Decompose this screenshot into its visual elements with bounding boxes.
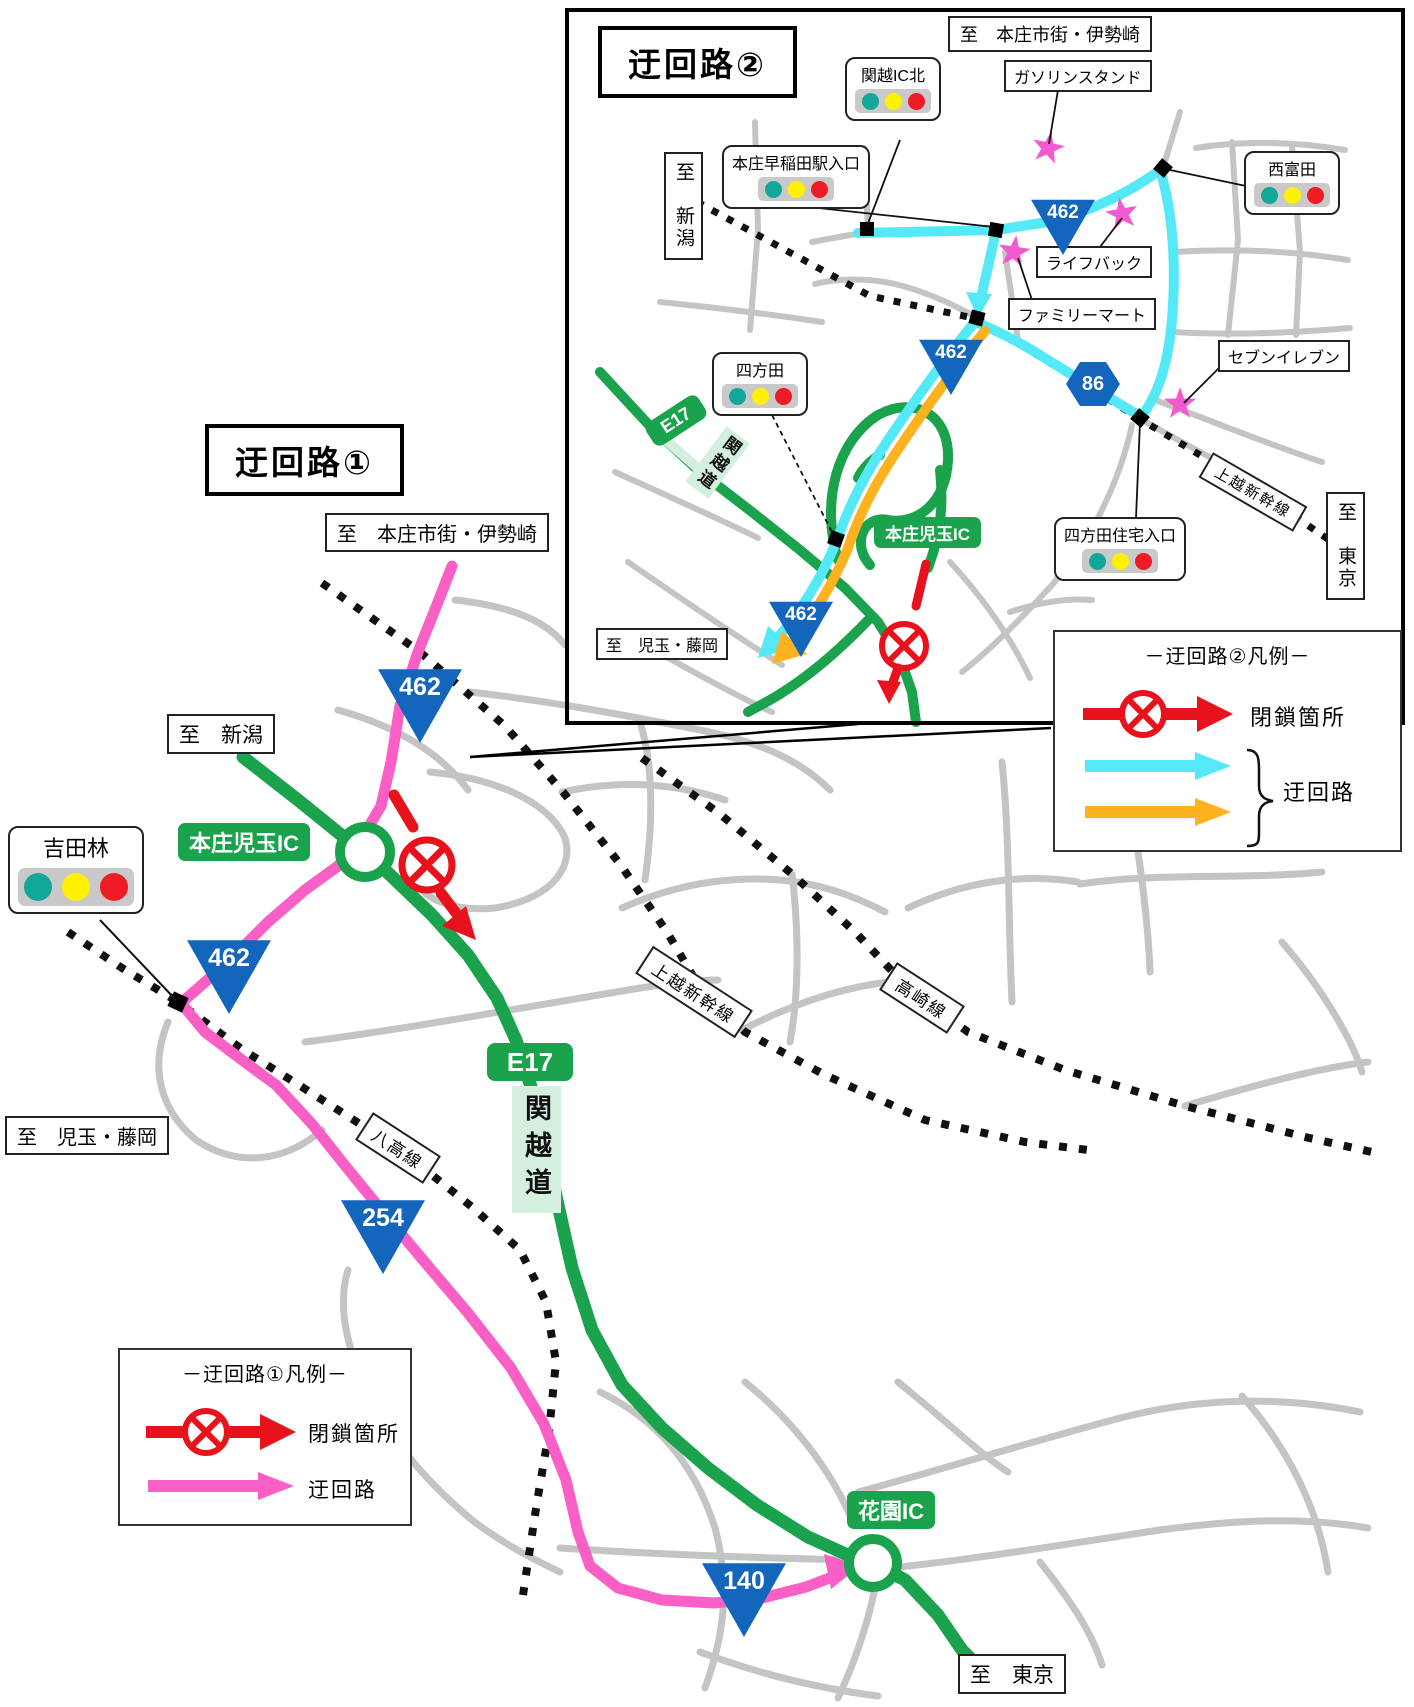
legend-2-closure-label: 閉鎖箇所 (1250, 705, 1347, 730)
detour-route-1-path (175, 560, 860, 1609)
main-to-tokyo-label: 至 東京 (958, 1654, 1066, 1694)
inset-frame (565, 8, 1405, 725)
inset-closure-mark (877, 559, 931, 704)
nishitomita-leader (1169, 169, 1247, 187)
honjo-kodama-ic-circle (335, 822, 395, 882)
signal-kanetsu-ic-kita-label: 関越IC北 (860, 68, 925, 85)
route-462-number: 462 (208, 944, 250, 972)
signal-yoshidabayashi: 吉田林 (8, 826, 144, 914)
legend-2-detour-label: 迂回路 (1283, 780, 1356, 805)
traffic-light-icon (722, 384, 798, 408)
waseda-leader (799, 205, 995, 228)
lifeback-leader (1099, 217, 1123, 248)
legend-1-title: －迂回路①凡例－ (182, 1364, 348, 1386)
traffic-light-icon (18, 868, 134, 906)
signal-yomoda-jutaku-label: 四方田住宅入口 (1064, 528, 1177, 545)
closure-symbol-icon (1083, 690, 1233, 738)
poi-lifeback: ライフバック (1036, 246, 1153, 278)
signal-yomoda: 四方田 (712, 352, 808, 416)
hanazono-ic-circle (844, 1534, 902, 1592)
traffic-light-icon (855, 89, 931, 113)
takasaki-line (639, 754, 1373, 1156)
signal-nishitomita-label: 西富田 (1267, 162, 1316, 179)
yomoda-leader (771, 414, 835, 537)
hanazono-ic-label: 花園IC (847, 1491, 936, 1529)
kanetsu-ic-kita-leader (866, 139, 901, 227)
route-254-number: 254 (362, 1204, 404, 1232)
main-title: 迂回路① (205, 424, 404, 496)
traffic-light-icon (1254, 183, 1330, 207)
legend-detour-1: －迂回路①凡例－ 閉鎖箇所 迂回路 (118, 1348, 412, 1526)
yomoda-jutaku-leader (1135, 421, 1141, 519)
signal-yoshidabayashi-label: 吉田林 (42, 836, 109, 861)
orange-detour-arrow-icon (1085, 798, 1231, 826)
signal-yomoda-label: 四方田 (735, 363, 784, 380)
signal-yomoda-jutaku: 四方田住宅入口 (1054, 517, 1187, 581)
traffic-light-icon (758, 177, 834, 201)
closure-symbol-icon (146, 1408, 296, 1456)
legend-2-title: －迂回路②凡例－ (1144, 646, 1311, 668)
signal-waseda: 本庄早稲田駅入口 (722, 145, 871, 209)
main-closure-mark (388, 789, 476, 940)
route-462-number: 462 (399, 673, 441, 701)
main-railways (65, 579, 1373, 1603)
familymart-leader (1017, 257, 1033, 301)
detour-1-arrowhead (824, 1554, 860, 1589)
inset-to-niigata-label: 至 新潟 (664, 152, 703, 260)
orange-arrowhead-sw (772, 631, 807, 664)
inset-pointer-lines (469, 722, 1052, 759)
ic-circles (335, 822, 902, 1592)
brace-icon (1246, 748, 1274, 848)
main-leader-lines (99, 919, 177, 1001)
inset-to-tokyo-label: 至 東京 (1326, 492, 1365, 600)
traffic-light-icon (1082, 549, 1158, 573)
signal-waseda-label: 本庄早稲田駅入口 (732, 156, 861, 173)
pink-detour-arrow-icon (148, 1472, 294, 1500)
main-kanetsudo-label: 関越道 (512, 1086, 561, 1213)
poi-gas-station: ガソリンスタンド (1004, 60, 1152, 92)
cyan-arrowhead-center (966, 292, 992, 318)
route-462-number: 462 (785, 604, 817, 625)
inset-to-kodama-label: 至 児玉・藤岡 (596, 628, 729, 660)
main-minor-roads (155, 596, 1372, 1702)
main-honjo-kodama-ic-label: 本庄児玉IC (178, 823, 311, 861)
inset-honjo-kodama-ic-label: 本庄児玉IC (874, 517, 981, 548)
poi-familymart: ファミリーマート (1008, 298, 1157, 330)
cyan-detour-arrow-icon (1085, 752, 1231, 780)
signal-kanetsu-ic-kita: 関越IC北 (845, 57, 941, 121)
main-e17-shield: E17 (487, 1043, 573, 1081)
legend-detour-2: －迂回路②凡例－ 閉鎖箇所 迂回路 (1053, 630, 1402, 852)
poi-seveneleven: セブンイレブン (1218, 340, 1351, 372)
main-to-kodama-label: 至 児玉・藤岡 (5, 1116, 169, 1155)
signal-nishitomita: 西富田 (1244, 151, 1340, 215)
main-to-niigata-label: 至 新潟 (167, 714, 275, 754)
legend-1-detour-label: 迂回路 (308, 1479, 377, 1502)
gas-leader (1048, 89, 1059, 145)
route-140-number: 140 (723, 1567, 765, 1595)
inset-to-honjo-label: 至 本庄市街・伊勢崎 (948, 16, 1152, 52)
legend-1-closure-label: 閉鎖箇所 (308, 1423, 400, 1446)
inset-title: 迂回路② (598, 26, 797, 98)
route-86-number: 86 (1081, 372, 1105, 395)
inset-junction-squares (827, 158, 1173, 548)
route-462-number: 462 (1047, 202, 1079, 223)
joetsu-shinkansen-line (319, 579, 1089, 1154)
main-to-honjo-label: 至 本庄市街・伊勢崎 (325, 513, 549, 552)
yoshidabayashi-leader (99, 919, 177, 1001)
route-462-number: 462 (935, 342, 967, 363)
